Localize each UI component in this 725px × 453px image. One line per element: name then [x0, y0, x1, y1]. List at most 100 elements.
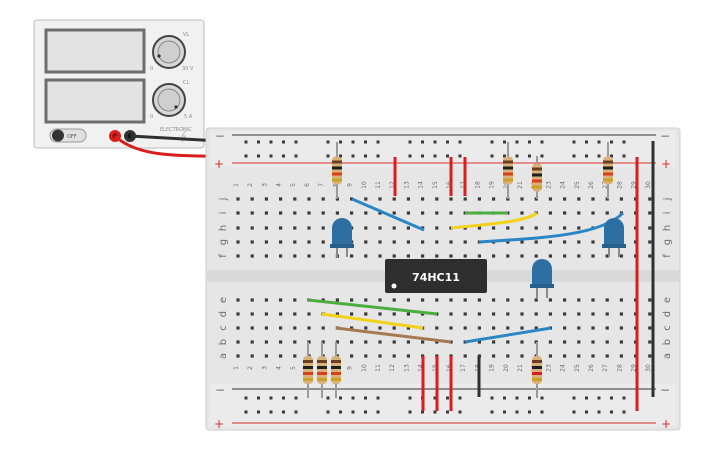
rail-hole[interactable]	[326, 410, 330, 414]
breadboard-hole[interactable]	[619, 312, 623, 316]
rail-hole[interactable]	[433, 140, 437, 144]
breadboard-hole[interactable]	[520, 326, 524, 330]
breadboard-hole[interactable]	[264, 354, 268, 358]
breadboard-hole[interactable]	[421, 240, 425, 244]
rail-hole[interactable]	[597, 154, 601, 158]
breadboard-hole[interactable]	[236, 226, 240, 230]
rail-hole[interactable]	[269, 396, 273, 400]
breadboard-hole[interactable]	[406, 354, 410, 358]
breadboard-hole[interactable]	[406, 326, 410, 330]
breadboard-hole[interactable]	[250, 312, 254, 316]
breadboard-hole[interactable]	[577, 312, 581, 316]
rail-hole[interactable]	[244, 154, 248, 158]
breadboard-hole[interactable]	[392, 240, 396, 244]
breadboard-hole[interactable]	[392, 298, 396, 302]
breadboard-hole[interactable]	[520, 240, 524, 244]
breadboard-hole[interactable]	[378, 340, 382, 344]
voltage-knob[interactable]	[152, 35, 186, 69]
rail-hole[interactable]	[490, 396, 494, 400]
breadboard-hole[interactable]	[591, 197, 595, 201]
breadboard-hole[interactable]	[279, 354, 283, 358]
resistor-bottom-4[interactable]	[532, 342, 542, 398]
breadboard-hole[interactable]	[321, 226, 325, 230]
breadboard-hole[interactable]	[520, 298, 524, 302]
breadboard-hole[interactable]	[449, 240, 453, 244]
breadboard-hole[interactable]	[605, 326, 609, 330]
breadboard-hole[interactable]	[506, 354, 510, 358]
breadboard-hole[interactable]	[364, 340, 368, 344]
resistor-bottom-2[interactable]	[317, 342, 327, 398]
breadboard-hole[interactable]	[250, 340, 254, 344]
rail-hole[interactable]	[503, 396, 506, 400]
breadboard-hole[interactable]	[477, 298, 481, 302]
breadboard-hole[interactable]	[548, 240, 552, 244]
breadboard-hole[interactable]	[307, 211, 311, 215]
breadboard-hole[interactable]	[406, 240, 410, 244]
breadboard-hole[interactable]	[492, 254, 496, 258]
breadboard-hole[interactable]	[250, 354, 254, 358]
breadboard-hole[interactable]	[463, 240, 467, 244]
breadboard-hole[interactable]	[534, 298, 538, 302]
breadboard-hole[interactable]	[293, 226, 297, 230]
breadboard-hole[interactable]	[605, 298, 609, 302]
breadboard-hole[interactable]	[279, 298, 283, 302]
rail-hole[interactable]	[597, 140, 601, 144]
breadboard-hole[interactable]	[648, 254, 652, 258]
breadboard-hole[interactable]	[492, 354, 496, 358]
rail-hole[interactable]	[622, 410, 626, 414]
breadboard-hole[interactable]	[293, 254, 297, 258]
breadboard-hole[interactable]	[264, 226, 268, 230]
rail-hole[interactable]	[326, 154, 330, 158]
resistor-top-4[interactable]	[603, 142, 613, 199]
breadboard-hole[interactable]	[563, 254, 567, 258]
rail-hole[interactable]	[326, 396, 330, 400]
rail-hole[interactable]	[376, 154, 380, 158]
rail-hole[interactable]	[540, 140, 544, 144]
rail-hole[interactable]	[339, 410, 342, 414]
breadboard-hole[interactable]	[421, 312, 425, 316]
breadboard-hole[interactable]	[392, 197, 396, 201]
breadboard-hole[interactable]	[392, 340, 396, 344]
breadboard-hole[interactable]	[364, 312, 368, 316]
breadboard-hole[interactable]	[392, 211, 396, 215]
rail-hole[interactable]	[446, 410, 449, 414]
breadboard-hole[interactable]	[264, 197, 268, 201]
rail-hole[interactable]	[421, 410, 424, 414]
breadboard-hole[interactable]	[477, 254, 481, 258]
breadboard-hole[interactable]	[321, 211, 325, 215]
breadboard-hole[interactable]	[648, 326, 652, 330]
breadboard-hole[interactable]	[619, 326, 623, 330]
breadboard-hole[interactable]	[350, 211, 354, 215]
breadboard-hole[interactable]	[364, 354, 368, 358]
rail-hole[interactable]	[515, 396, 519, 400]
breadboard-hole[interactable]	[449, 211, 453, 215]
breadboard-hole[interactable]	[364, 240, 368, 244]
rail-hole[interactable]	[610, 410, 613, 414]
breadboard-hole[interactable]	[364, 254, 368, 258]
rail-hole[interactable]	[490, 410, 494, 414]
breadboard-hole[interactable]	[307, 197, 311, 201]
rail-hole[interactable]	[458, 396, 462, 400]
breadboard-hole[interactable]	[520, 197, 524, 201]
breadboard-hole[interactable]	[506, 298, 510, 302]
rail-hole[interactable]	[528, 410, 531, 414]
breadboard-hole[interactable]	[463, 298, 467, 302]
rail-hole[interactable]	[540, 396, 544, 400]
rail-hole[interactable]	[351, 396, 355, 400]
breadboard-hole[interactable]	[335, 340, 339, 344]
breadboard-hole[interactable]	[293, 240, 297, 244]
wire-blue-bottom[interactable]	[464, 326, 552, 344]
breadboard-hole[interactable]	[605, 254, 609, 258]
rail-hole[interactable]	[408, 154, 412, 158]
breadboard-hole[interactable]	[293, 298, 297, 302]
rail-hole[interactable]	[294, 140, 298, 144]
rail-hole[interactable]	[433, 154, 437, 158]
rail-hole[interactable]	[339, 154, 342, 158]
breadboard-hole[interactable]	[435, 240, 439, 244]
breadboard-hole[interactable]	[279, 240, 283, 244]
breadboard-hole[interactable]	[236, 354, 240, 358]
rail-hole[interactable]	[376, 410, 380, 414]
breadboard-hole[interactable]	[563, 354, 567, 358]
breadboard-hole[interactable]	[563, 340, 567, 344]
led-left[interactable]	[330, 218, 354, 257]
